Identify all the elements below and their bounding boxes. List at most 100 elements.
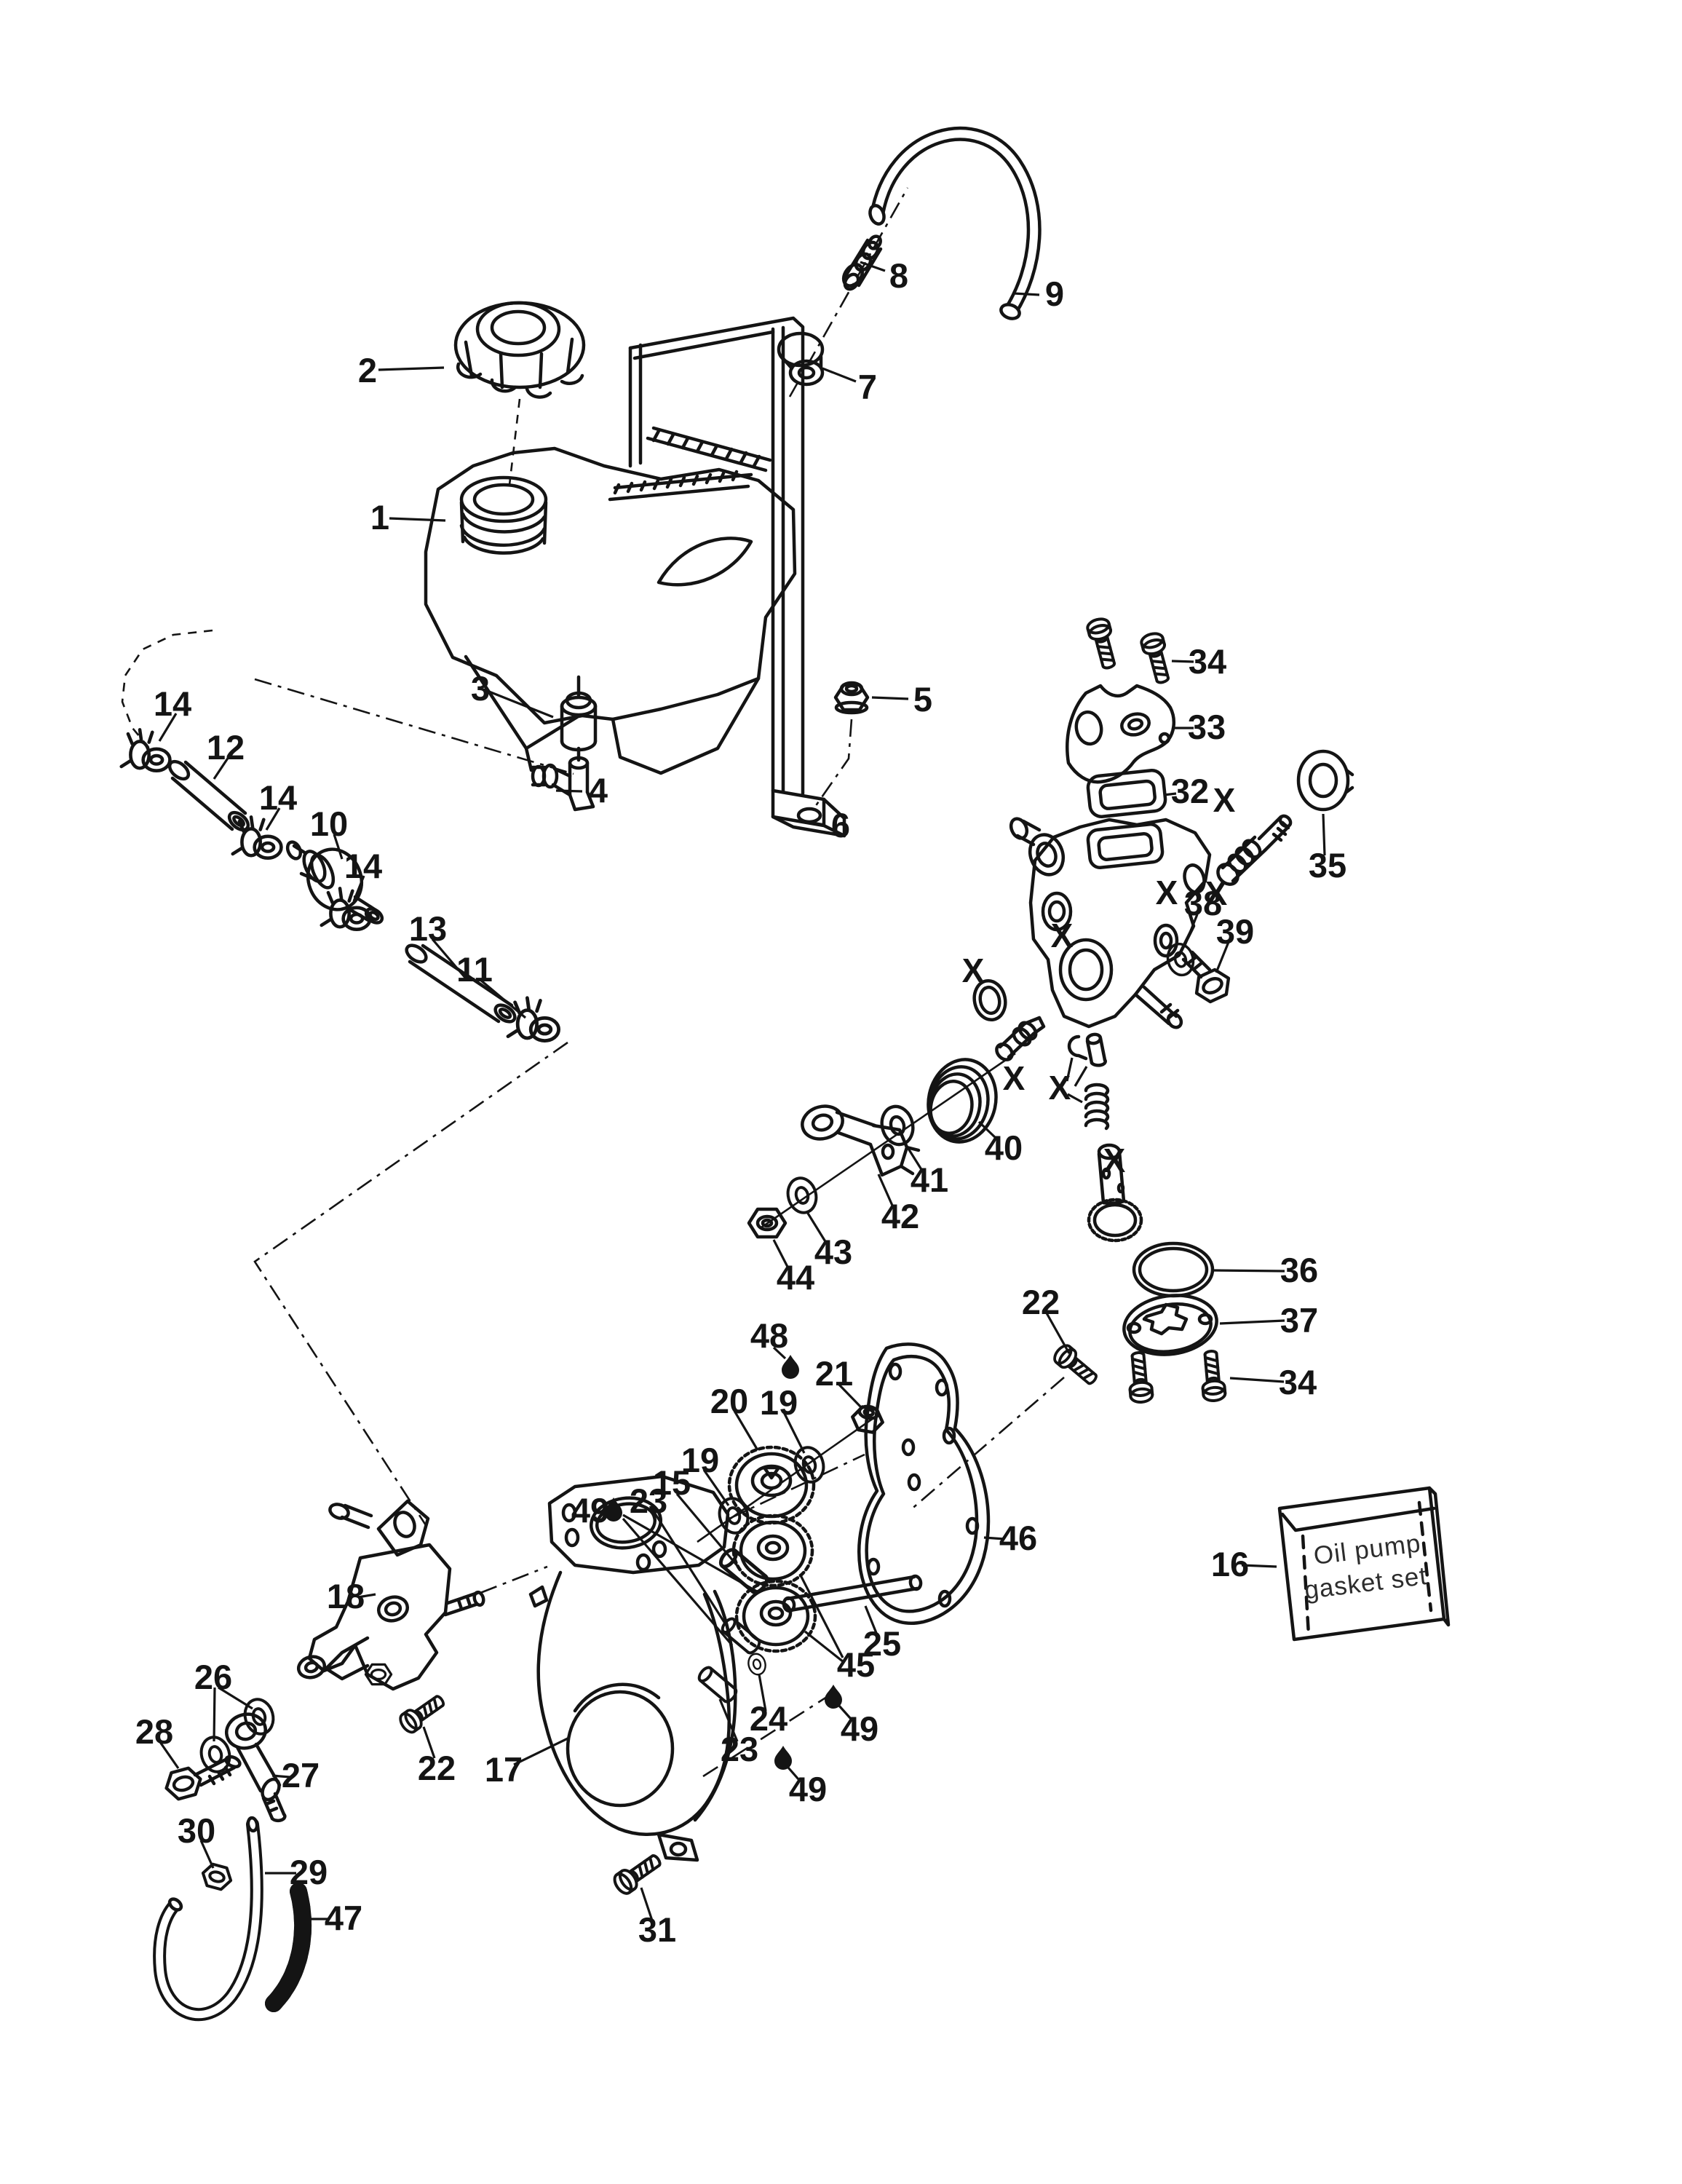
callout-part-37[interactable]: 37 [1280, 1301, 1318, 1340]
callout-part-49[interactable]: 49 [571, 1491, 609, 1530]
leader-line [158, 713, 178, 742]
fitting-8 [841, 234, 883, 291]
callout-part-14-3[interactable]: 14 [344, 847, 382, 885]
callout-part-5[interactable]: 5 [913, 680, 932, 719]
callout-part-18[interactable]: 18 [327, 1577, 365, 1615]
callout-part-34-2[interactable]: 34 [1279, 1363, 1317, 1401]
construction-line-dashdot [480, 1565, 548, 1594]
callout-part-9[interactable]: 9 [1045, 274, 1064, 313]
callout-part-41[interactable]: 41 [911, 1160, 948, 1199]
callout-part-11[interactable]: 11 [456, 950, 493, 989]
leader-line [479, 978, 527, 1019]
leader-line [488, 690, 554, 719]
callout-part-21[interactable]: 21 [815, 1354, 853, 1393]
leader-line [1171, 660, 1194, 663]
callout-part-27[interactable]: 27 [282, 1756, 320, 1795]
callout-part-43[interactable]: 43 [814, 1233, 852, 1271]
callout-part-22-2[interactable]: 22 [418, 1749, 456, 1787]
leader-line [213, 756, 230, 780]
callout-part-31[interactable]: 31 [638, 1910, 676, 1949]
callout-part-38[interactable]: 38 [1184, 884, 1222, 922]
callout-part-46[interactable]: 46 [999, 1519, 1037, 1557]
construction-line-dashed [121, 629, 213, 751]
callout-part-42[interactable]: 42 [881, 1197, 919, 1235]
leader-lines [158, 261, 1326, 1921]
callout-part-7[interactable]: 7 [858, 368, 877, 406]
callout-part-17[interactable]: 17 [485, 1750, 523, 1789]
tube-13 [405, 943, 517, 1024]
callout-part-8[interactable]: 8 [889, 256, 908, 295]
callout-part-36[interactable]: 36 [1280, 1251, 1318, 1289]
tank-cap [453, 301, 586, 399]
construction-line-dashed [508, 398, 521, 486]
callout-part-1[interactable]: 1 [370, 498, 389, 537]
leader-line [1322, 813, 1326, 856]
callout-part-39[interactable]: 39 [1216, 912, 1254, 951]
callout-part-47[interactable]: 47 [325, 1899, 362, 1937]
oil-drop-icon [825, 1685, 842, 1709]
callout-part-10[interactable]: 10 [310, 804, 348, 843]
leader-line [871, 696, 909, 700]
leader-line [782, 1412, 806, 1454]
callout-part-2[interactable]: 2 [358, 351, 377, 389]
oil-pump-18 [296, 1499, 485, 1691]
callout-part-30[interactable]: 30 [178, 1811, 215, 1850]
callout-part-32[interactable]: 32 [1171, 772, 1209, 810]
leader-line [378, 366, 445, 371]
callout-part-23[interactable]: 23 [630, 1481, 667, 1520]
leader-line [271, 1774, 290, 1779]
callout-part-40[interactable]: 40 [985, 1128, 1023, 1167]
pin-23-b [697, 1666, 738, 1704]
leader-line [265, 807, 281, 831]
leader-line [804, 1630, 844, 1663]
screw-31 [611, 1850, 665, 1896]
callout-part-26[interactable]: 26 [194, 1658, 232, 1696]
callout-part-45[interactable]: 45 [837, 1645, 875, 1684]
callout-part-48[interactable]: 48 [750, 1316, 788, 1355]
callout-part-23-2[interactable]: 23 [721, 1730, 758, 1768]
callout-part-6[interactable]: 6 [831, 806, 850, 844]
construction-line-thin [697, 1417, 874, 1543]
callout-part-19[interactable]: 19 [760, 1383, 798, 1422]
hose-9 [868, 126, 1042, 320]
callout-part-29[interactable]: 29 [290, 1853, 328, 1891]
callout-part-49-3[interactable]: 49 [789, 1770, 827, 1808]
leader-line [983, 1536, 1005, 1540]
callout-part-15[interactable]: 15 [653, 1463, 691, 1502]
leader-line [422, 1726, 436, 1759]
callout-part-12[interactable]: 12 [207, 728, 245, 767]
seal-x [972, 978, 1007, 1022]
spring-x [1084, 1083, 1110, 1131]
leader-line [800, 819, 825, 826]
callout-part-34[interactable]: 34 [1189, 642, 1226, 681]
callout-part-14[interactable]: 14 [154, 684, 191, 723]
callout-part-24[interactable]: 24 [750, 1699, 788, 1738]
callout-part-35[interactable]: 35 [1309, 846, 1346, 885]
cover-gasket-46 [857, 1342, 991, 1625]
x-mark-5: X [962, 951, 985, 989]
leader-line [758, 1674, 767, 1712]
leader-line [1066, 1057, 1074, 1082]
callout-part-22[interactable]: 22 [1022, 1283, 1060, 1321]
callout-part-44[interactable]: 44 [777, 1258, 814, 1297]
callout-part-25[interactable]: 25 [863, 1624, 901, 1663]
callout-part-19-2[interactable]: 19 [681, 1441, 719, 1479]
callout-part-16[interactable]: 16 [1211, 1545, 1249, 1583]
callout-part-20[interactable]: 20 [710, 1382, 748, 1420]
pump-shaft-gear [1087, 1143, 1143, 1243]
leader-line [977, 1120, 998, 1140]
callout-part-33[interactable]: 33 [1188, 708, 1226, 746]
x-mark-1: X [1213, 781, 1236, 819]
callout-part-14-2[interactable]: 14 [259, 778, 297, 817]
x-mark-3: X [1156, 874, 1178, 911]
callout-part-13[interactable]: 13 [409, 909, 447, 948]
x-mark-2: X [1205, 874, 1228, 912]
plunger-x [995, 1016, 1046, 1061]
callout-part-3[interactable]: 3 [471, 669, 490, 708]
callout-part-28[interactable]: 28 [135, 1712, 173, 1751]
callout-part-49-2[interactable]: 49 [841, 1709, 878, 1748]
callout-part-4[interactable]: 4 [589, 771, 608, 810]
leader-line [1012, 292, 1040, 296]
leader-line [1044, 1311, 1071, 1354]
